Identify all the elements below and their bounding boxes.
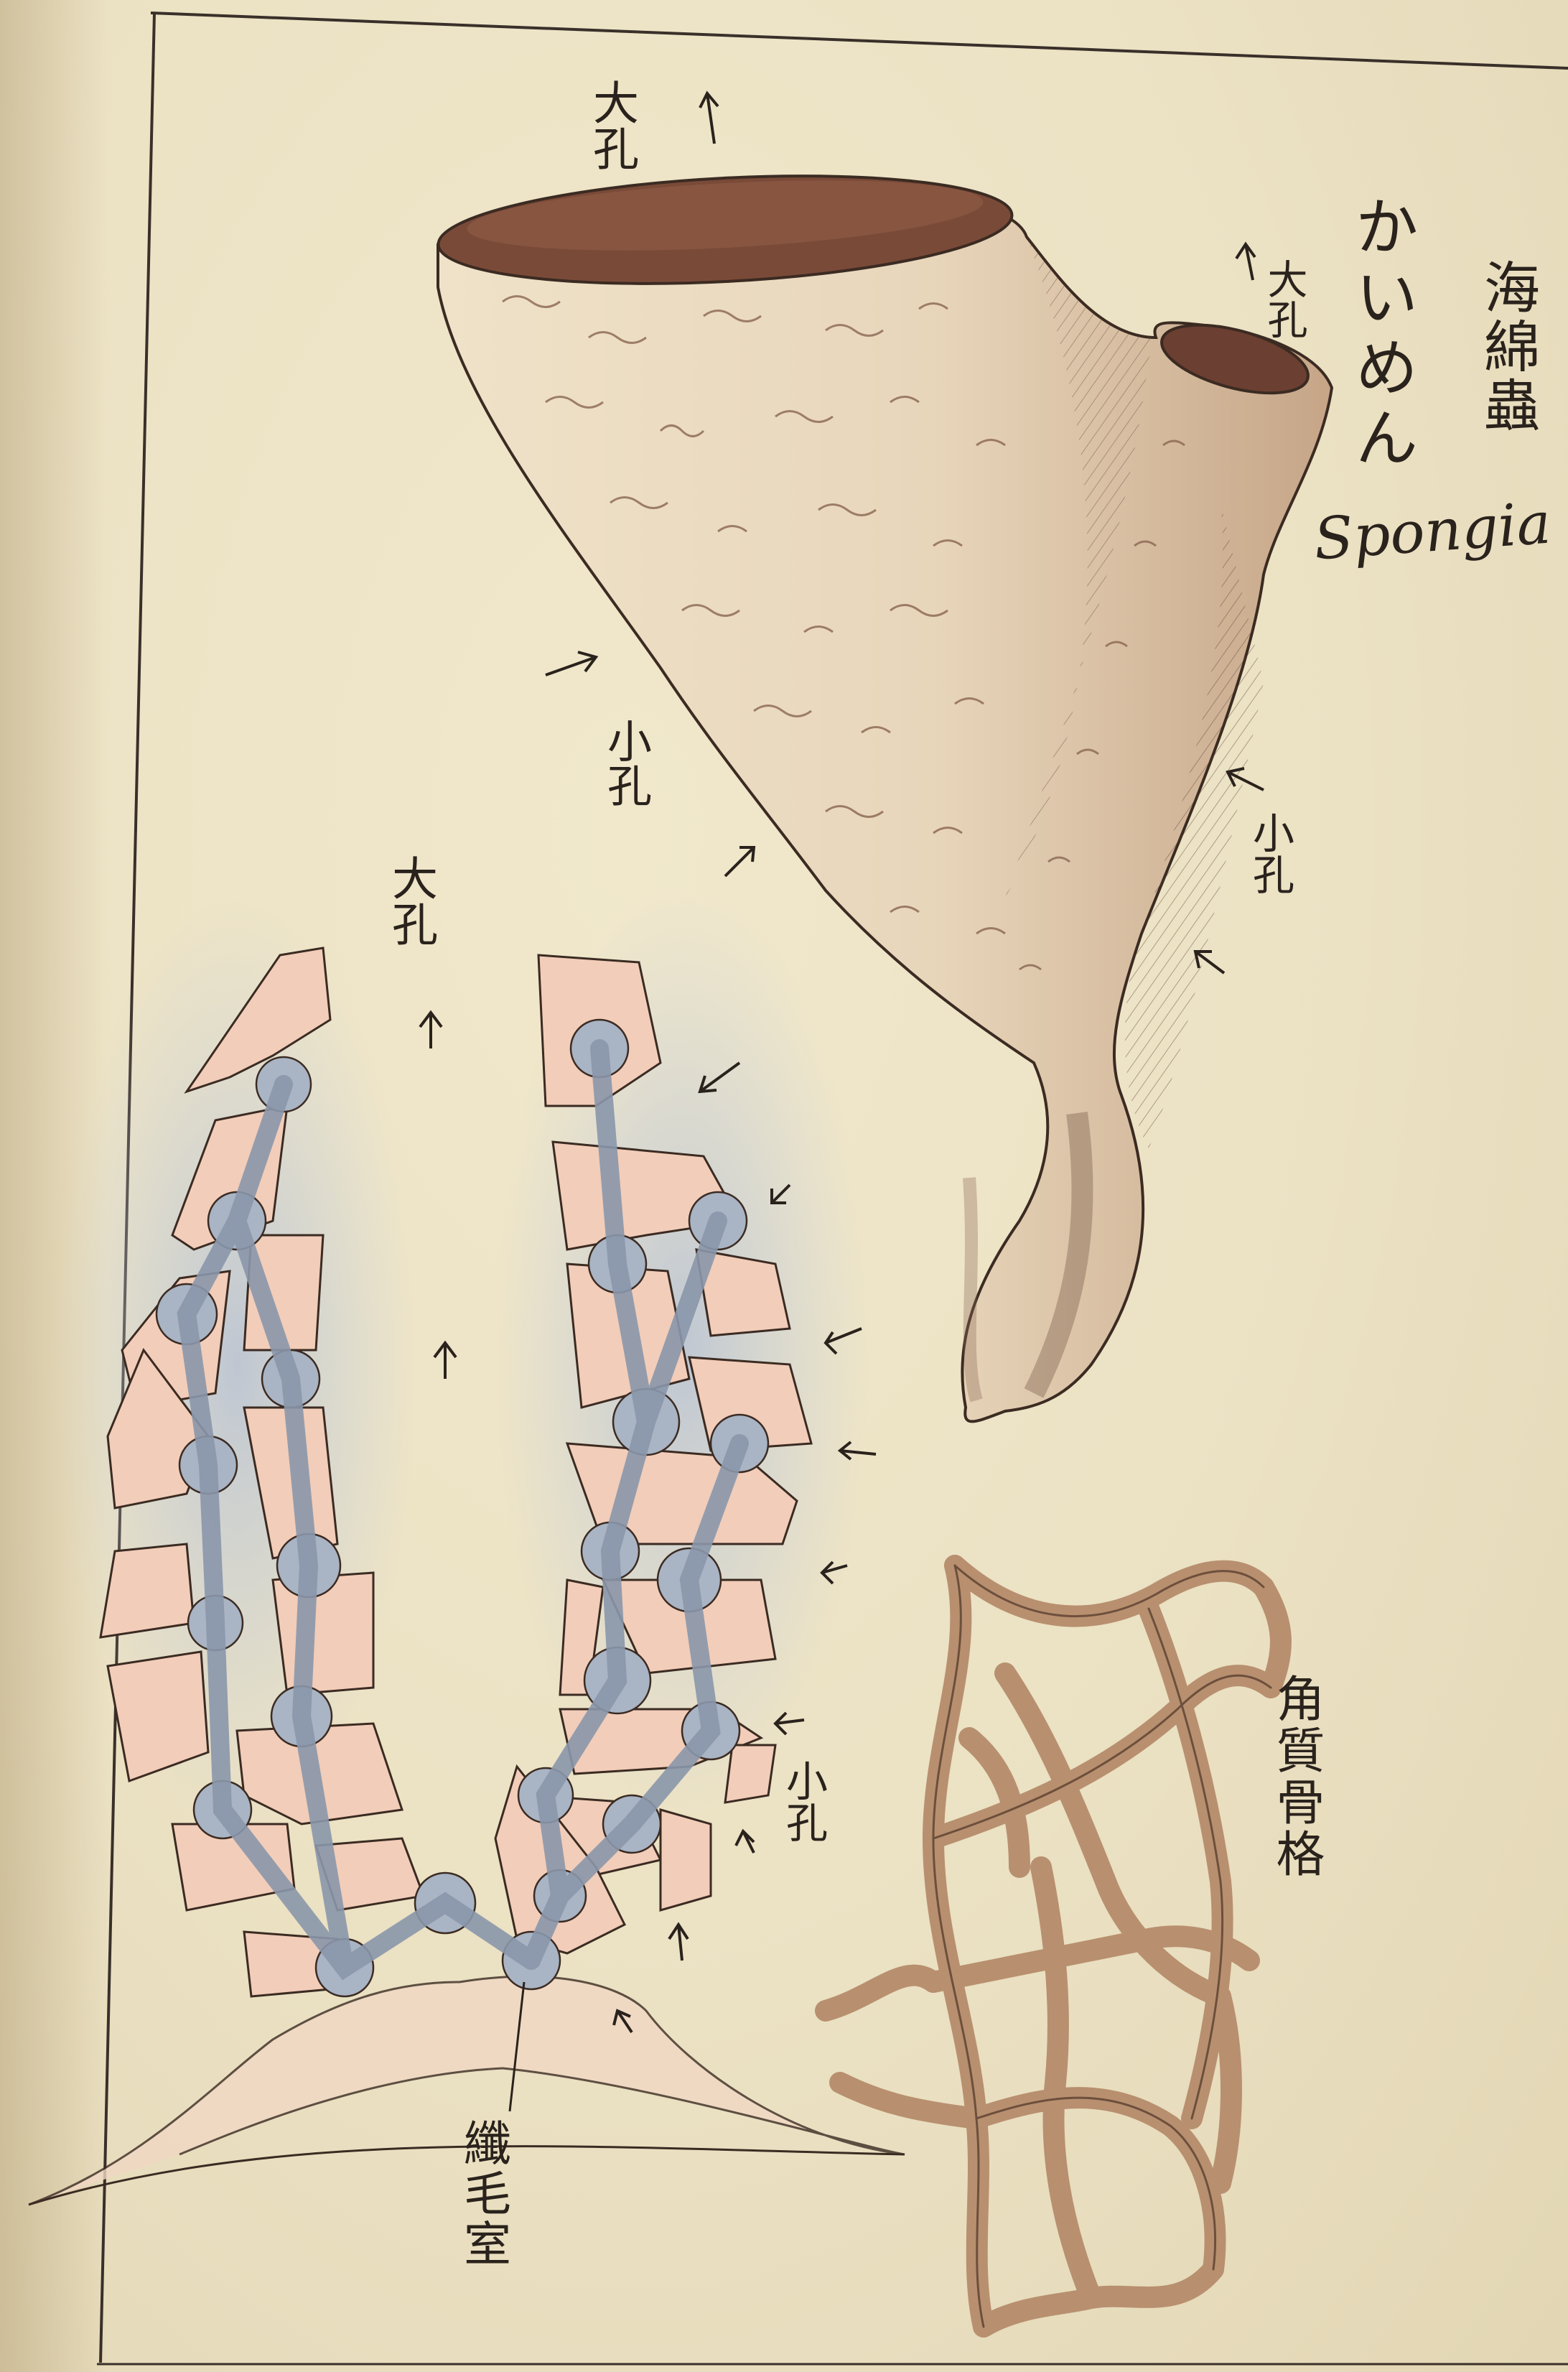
small-pore-label-left: 小孔 [603, 718, 648, 807]
ciliated-chamber-label: 纖毛室 [459, 2118, 507, 2269]
sponge-cross-section [29, 883, 905, 2205]
small-pore-label-section: 小孔 [783, 1759, 824, 1843]
small-pore-label-right: 小孔 [1249, 811, 1291, 895]
large-pore-label-top: 大孔 [589, 79, 635, 171]
horny-skeleton-label: 角質骨格 [1271, 1673, 1320, 1880]
frame-top-line [151, 13, 1568, 68]
title-kanji: 海綿蟲 [1479, 259, 1535, 435]
title-latin: Spongia [1312, 495, 1553, 569]
large-pore-label-side: 大孔 [1264, 259, 1304, 339]
title-kana: かいめん [1350, 194, 1413, 475]
large-pore-label-section: 大孔 [388, 855, 434, 947]
